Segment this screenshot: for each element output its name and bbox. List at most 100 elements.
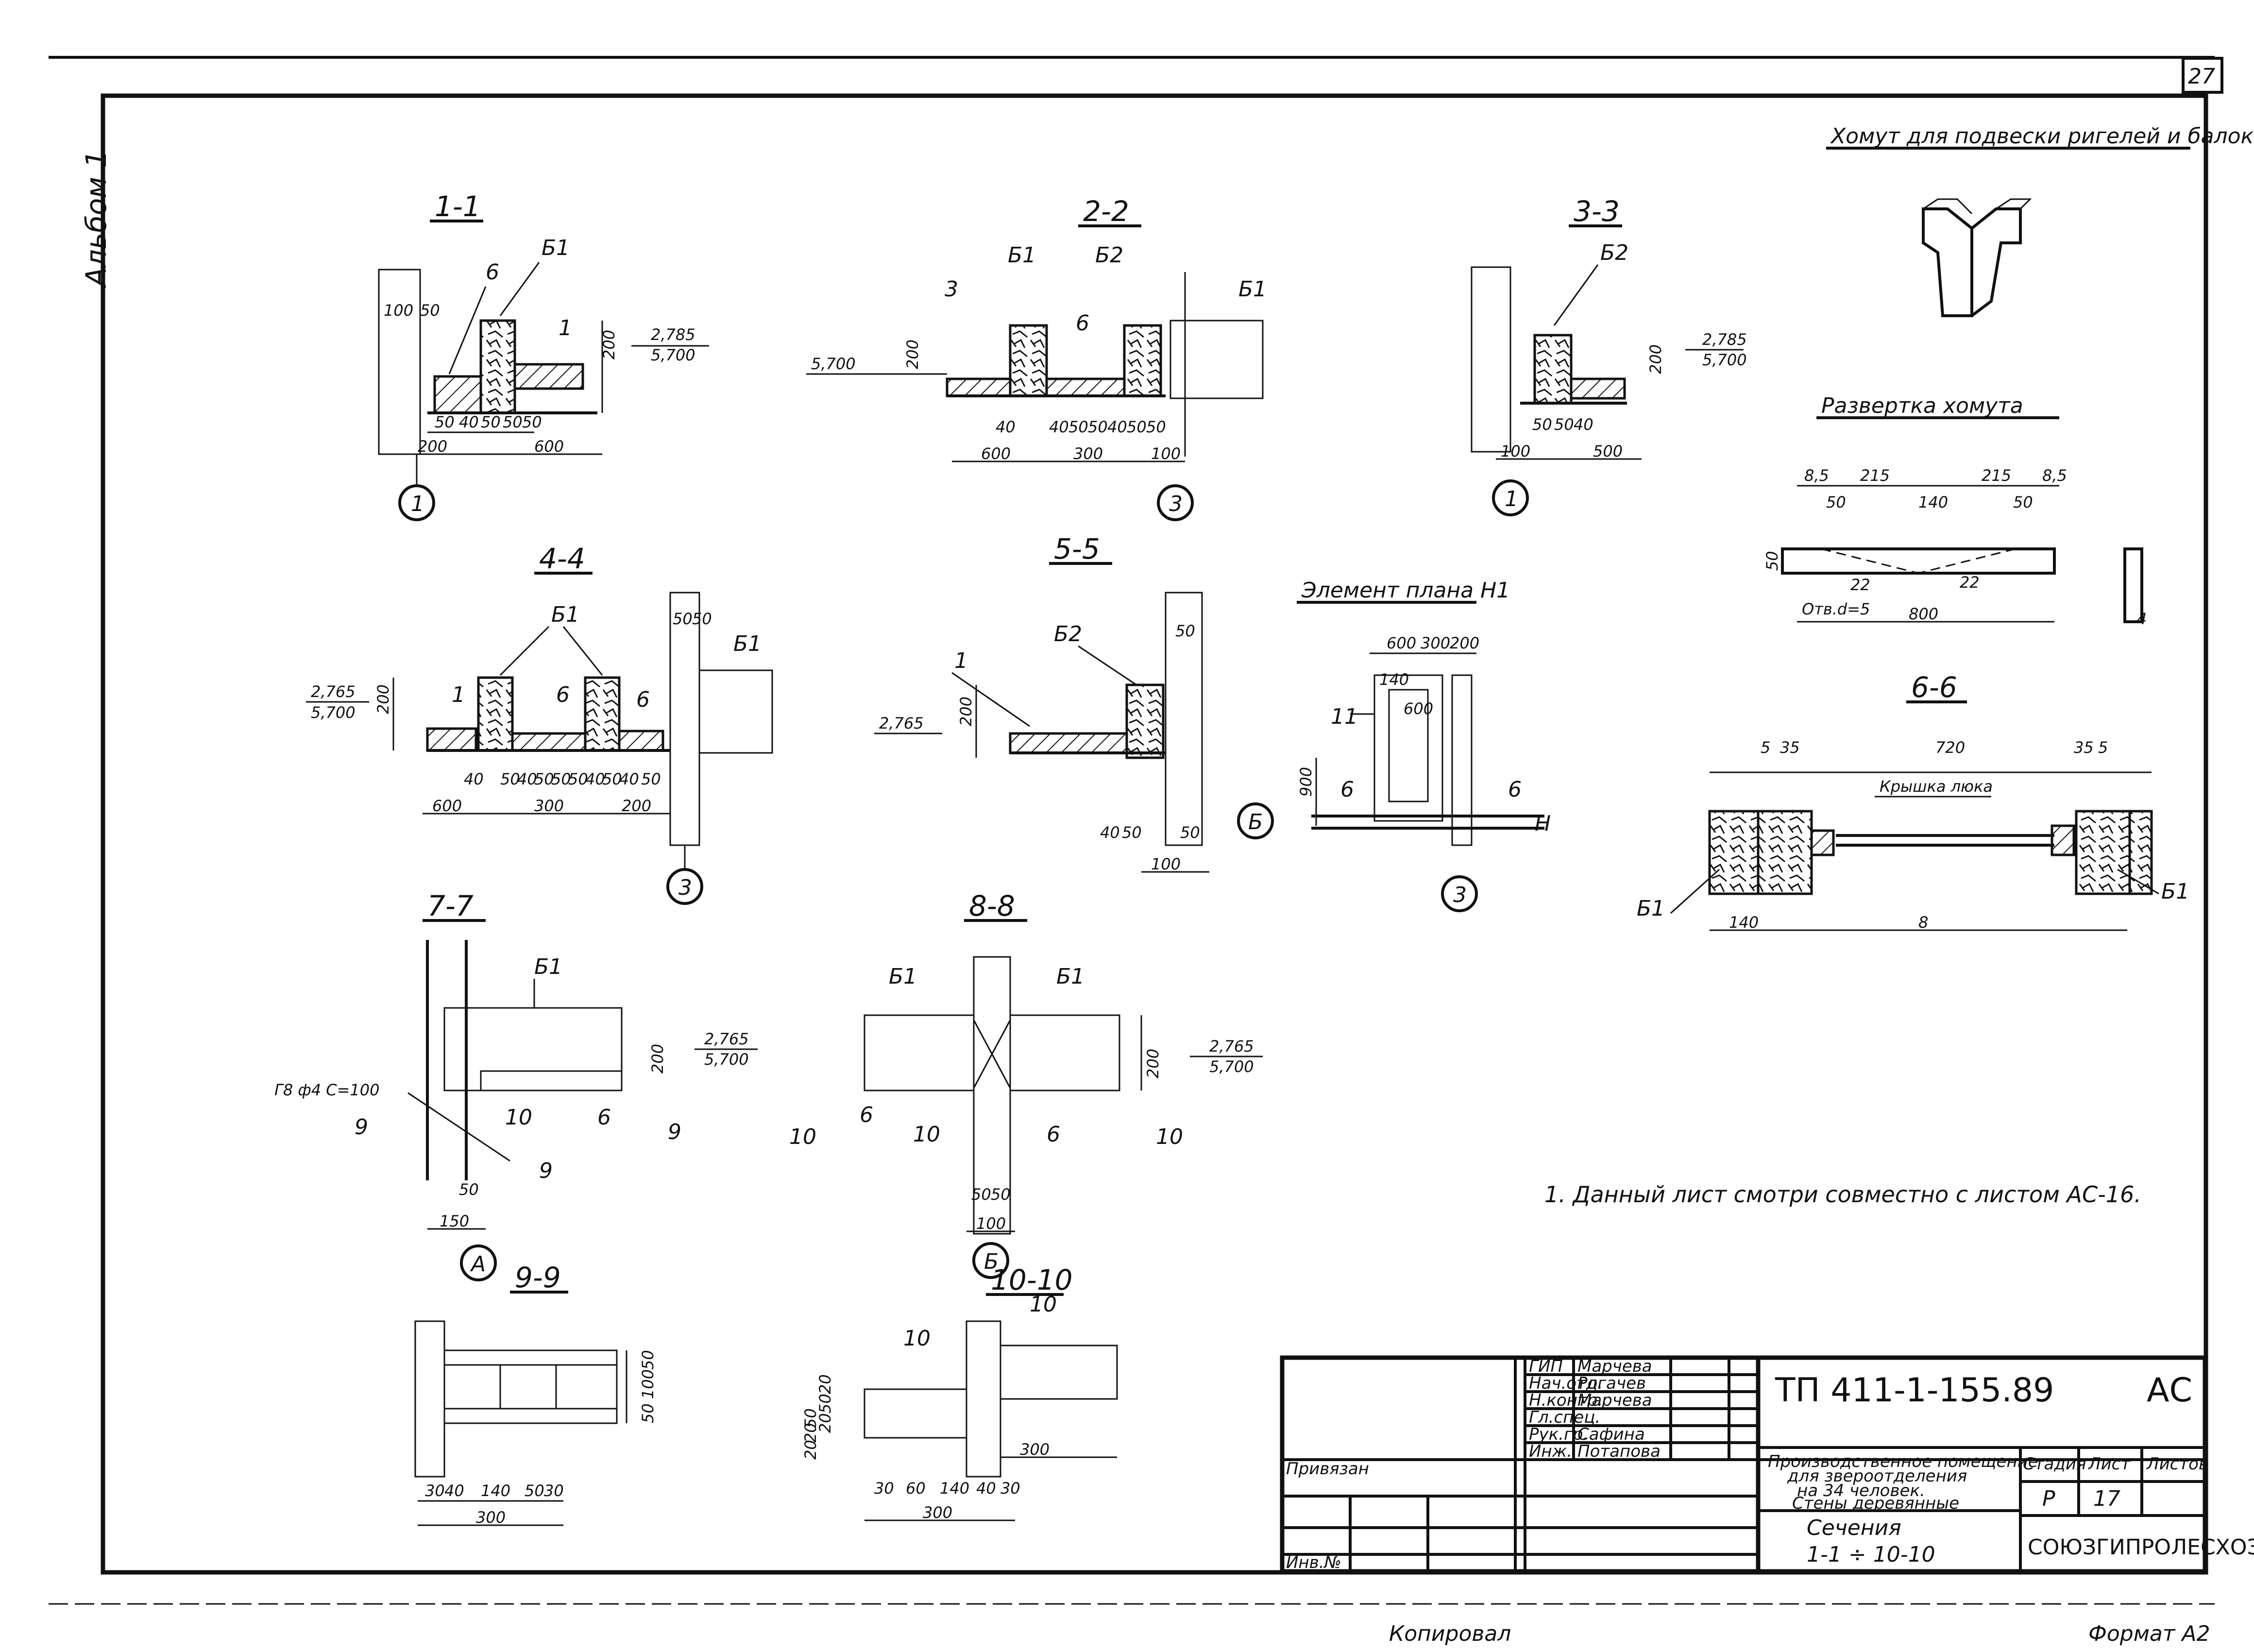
plan-element: Элемент плана Н1 600 300 200 140 600 11 … xyxy=(1237,578,1551,912)
s7-axis: А xyxy=(470,1252,486,1277)
s4-bot-0: 40 xyxy=(464,770,484,788)
hanger-title: Хомут для подвески ригелей и балок xyxy=(1830,124,2254,149)
inv-label: Инв.№ xyxy=(1286,1553,1341,1572)
stage-value: Р xyxy=(2042,1486,2055,1511)
s9-right-1: 100 xyxy=(639,1369,657,1399)
hanger-side: 50 xyxy=(1763,551,1781,571)
hanger-top-2: 215 xyxy=(1982,466,2011,485)
s1-bot-2: 50 xyxy=(481,413,501,431)
s10-left-5: 20 xyxy=(801,1440,820,1460)
desc-1: для звероотделения xyxy=(1787,1466,1967,1486)
album-label: Альбом 1 xyxy=(80,150,113,289)
s8-el2: 5,700 xyxy=(1209,1057,1254,1076)
s6-b1b: Б1 xyxy=(2161,879,2189,904)
s4-bot-6: 40 xyxy=(585,770,605,788)
s4-top-0: 50 xyxy=(673,610,693,628)
section-9-9: 9-9 50 100 50 30 40 140 50 30 300 xyxy=(414,1261,657,1527)
s8-axis: Б xyxy=(984,1249,999,1274)
s3-axis: 1 xyxy=(1505,487,1518,511)
name-0: Марчева xyxy=(1577,1357,1652,1376)
sheet-title-0: Сечения xyxy=(1807,1516,1901,1540)
section-7-7: 7-7 Б1 2,765 5,700 200 Г8 ф4 С=100 9 9 9… xyxy=(274,889,758,1281)
s5-w100: 100 xyxy=(1151,855,1181,873)
s7-six: 6 xyxy=(597,1105,611,1130)
s4-bot-3: 50 xyxy=(534,770,554,788)
hanger-d22a: 22 xyxy=(1850,576,1870,594)
s1-w200: 200 xyxy=(418,437,447,456)
section-3-3: 3-3 Б2 200 2,785 5,700 50 50 40 100 500 … xyxy=(1471,195,1747,516)
hanger-len: 800 xyxy=(1909,605,1938,623)
sheet-number: 27 xyxy=(2188,64,2215,89)
s4-top-1: 50 xyxy=(692,610,712,628)
s3-el1: 2,785 xyxy=(1702,330,1747,349)
s4-six2: 6 xyxy=(636,687,650,712)
s2-bot-4: 40 xyxy=(1107,418,1127,436)
name-1: Рогачев xyxy=(1577,1374,1646,1393)
s9-right-0: 50 xyxy=(639,1350,657,1370)
s8-bot-0: 50 xyxy=(971,1185,991,1204)
s1-el2: 5,700 xyxy=(651,346,695,364)
copied-label: Копировал xyxy=(1389,1621,1511,1646)
s4-axis: 3 xyxy=(678,875,692,900)
plan-d600: 600 xyxy=(1404,699,1433,718)
s4-w200: 200 xyxy=(622,797,651,815)
s8-ten2: 10 xyxy=(913,1122,940,1147)
s5-el: 2,765 xyxy=(879,714,924,732)
section-5-5-title: 5-5 xyxy=(1054,532,1100,565)
s9-w300: 300 xyxy=(476,1508,506,1527)
s10-bot-3: 40 xyxy=(976,1479,996,1498)
s2-h200: 200 xyxy=(903,340,922,369)
s8-el1: 2,765 xyxy=(1209,1037,1254,1056)
sheet-title-1: 1-1 ÷ 10-10 xyxy=(1807,1542,1935,1567)
s7-nine-a: 9 xyxy=(355,1115,368,1140)
s7-el2: 5,700 xyxy=(704,1050,749,1069)
s6-cover: Крышка люка xyxy=(1880,777,1993,796)
s5-bot-1: 50 xyxy=(1122,823,1142,842)
s2-bot-0: 40 xyxy=(996,418,1016,436)
s5-bot-2: 50 xyxy=(1180,823,1200,842)
s7-nine-b: 9 xyxy=(668,1120,681,1144)
s2-axis: 3 xyxy=(1169,492,1183,516)
section-6-6: 6-6 Крышка люка 5 35 720 35 5 Б1 Б1 140 … xyxy=(1637,671,2189,932)
s3-bot-1: 50 xyxy=(1554,415,1574,434)
s4-bot-9: 50 xyxy=(641,770,661,788)
plan-h900: 900 xyxy=(1297,767,1315,797)
s5-b2: Б2 xyxy=(1054,622,1082,647)
plan-dim-1: 300 xyxy=(1421,634,1450,652)
desc-0: Производственное помещение xyxy=(1768,1452,2038,1471)
format-label: Формат А2 xyxy=(2088,1621,2210,1646)
bound-label: Привязан xyxy=(1286,1459,1369,1479)
s4-bot-4: 50 xyxy=(551,770,571,788)
plan-axis-3: 3 xyxy=(1453,883,1467,907)
desc-3: Стены деревянные xyxy=(1792,1494,1959,1513)
s2-six: 6 xyxy=(1076,311,1089,336)
s6-top-0: 5 xyxy=(1761,738,1770,757)
s10-w300b: 300 xyxy=(923,1503,952,1522)
s2-b1b: Б1 xyxy=(1238,277,1267,302)
plan-dim-0: 600 xyxy=(1387,634,1416,652)
s8-bot-1: 50 xyxy=(991,1185,1011,1204)
section-3-3-title: 3-3 xyxy=(1574,195,1620,228)
s6-b1a: Б1 xyxy=(1637,896,1665,921)
s2-b1a: Б1 xyxy=(1008,243,1036,268)
s4-b1a: Б1 xyxy=(551,602,579,627)
name-5: Потапова xyxy=(1577,1442,1661,1461)
s8-six2: 6 xyxy=(1047,1122,1060,1147)
plan-axis-h: Н xyxy=(1535,811,1551,836)
hanger-t: 4 xyxy=(2137,610,2147,628)
s4-el1: 2,765 xyxy=(311,682,356,701)
plan-title: Элемент плана Н1 xyxy=(1301,578,1510,603)
hanger-mid-2: 50 xyxy=(2013,493,2033,511)
title-block: ГИП Нач.отд. Н.контр. Гл.спец. Рук.гр. И… xyxy=(1280,1355,2254,1574)
section-6-6-title: 6-6 xyxy=(1911,671,1957,704)
s2-three: 3 xyxy=(945,277,958,302)
s2-bot-5: 50 xyxy=(1127,418,1147,436)
s1-six: 6 xyxy=(486,260,499,285)
s1-bot-3: 50 xyxy=(503,413,523,431)
s3-b2: Б2 xyxy=(1600,240,1628,265)
s5-top: 50 xyxy=(1175,622,1195,640)
s10-bot-0: 30 xyxy=(874,1479,894,1498)
s1-bot-0: 50 xyxy=(435,413,455,431)
s10-left-4: 50 xyxy=(801,1408,820,1428)
